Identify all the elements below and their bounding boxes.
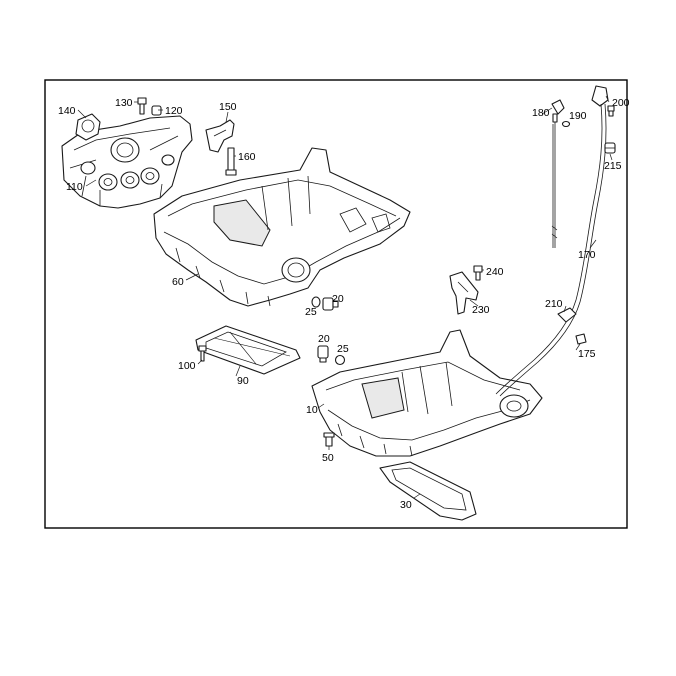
callout-175: 175: [578, 348, 596, 360]
gasket-90: [195, 325, 301, 375]
callout-30: 30: [400, 499, 412, 511]
pulley-140: [75, 113, 101, 141]
clamp-150: [205, 119, 235, 153]
callout-90: 90: [237, 375, 249, 387]
diagram-frame: [44, 79, 628, 529]
callout-140: 140: [58, 105, 76, 117]
o-ring-190: [561, 120, 571, 128]
lower-oil-pan-10: [311, 329, 543, 457]
callout-230: 230: [472, 304, 490, 316]
bolt-130: [137, 97, 147, 115]
callout-25-upper: 25: [305, 306, 317, 318]
callout-210: 210: [545, 298, 563, 310]
bolt-100: [198, 345, 207, 362]
callout-150: 150: [219, 101, 237, 113]
gasket-30: [379, 461, 477, 521]
bracket-230: [449, 271, 479, 315]
callout-240: 240: [486, 266, 504, 278]
grommet-215: [604, 142, 616, 154]
seal-ring-25-lower: [334, 354, 346, 366]
drain-plug-20-upper: [322, 297, 339, 311]
callout-labels: 140 130 120 150 160 110 60 20 25 100 90 …: [58, 97, 630, 511]
callout-170: 170: [578, 249, 596, 261]
upper-oil-pan-60: [153, 147, 411, 307]
callout-100: 100: [178, 360, 196, 372]
leader-lines: [77, 95, 613, 499]
bracket-110: [61, 115, 193, 209]
bolt-50: [323, 432, 335, 447]
bolt-160: [225, 147, 237, 176]
bolt-200: [607, 105, 615, 117]
guide-tube-170: [495, 85, 609, 397]
callout-60: 60: [172, 276, 184, 288]
callout-120: 120: [165, 105, 183, 117]
callout-20-lower: 20: [318, 333, 330, 345]
clip-175: [575, 333, 587, 345]
callout-25-lower: 25: [337, 343, 349, 355]
bolt-240: [473, 265, 483, 281]
callout-130: 130: [115, 97, 133, 109]
callout-10: 10: [306, 404, 318, 416]
seal-ring-25-upper: [311, 296, 321, 308]
drain-plug-20-lower: [317, 345, 329, 363]
callout-20-upper: 20: [332, 293, 344, 305]
callout-215: 215: [604, 160, 622, 172]
callout-200: 200: [612, 97, 630, 109]
callout-190: 190: [569, 110, 587, 122]
dipstick-180: [551, 99, 565, 248]
callout-160: 160: [238, 151, 256, 163]
sleeve-120: [151, 105, 162, 116]
callout-110: 110: [66, 181, 83, 193]
clip-210: [557, 307, 577, 323]
callout-50: 50: [322, 452, 334, 464]
callout-180: 180: [532, 107, 550, 119]
